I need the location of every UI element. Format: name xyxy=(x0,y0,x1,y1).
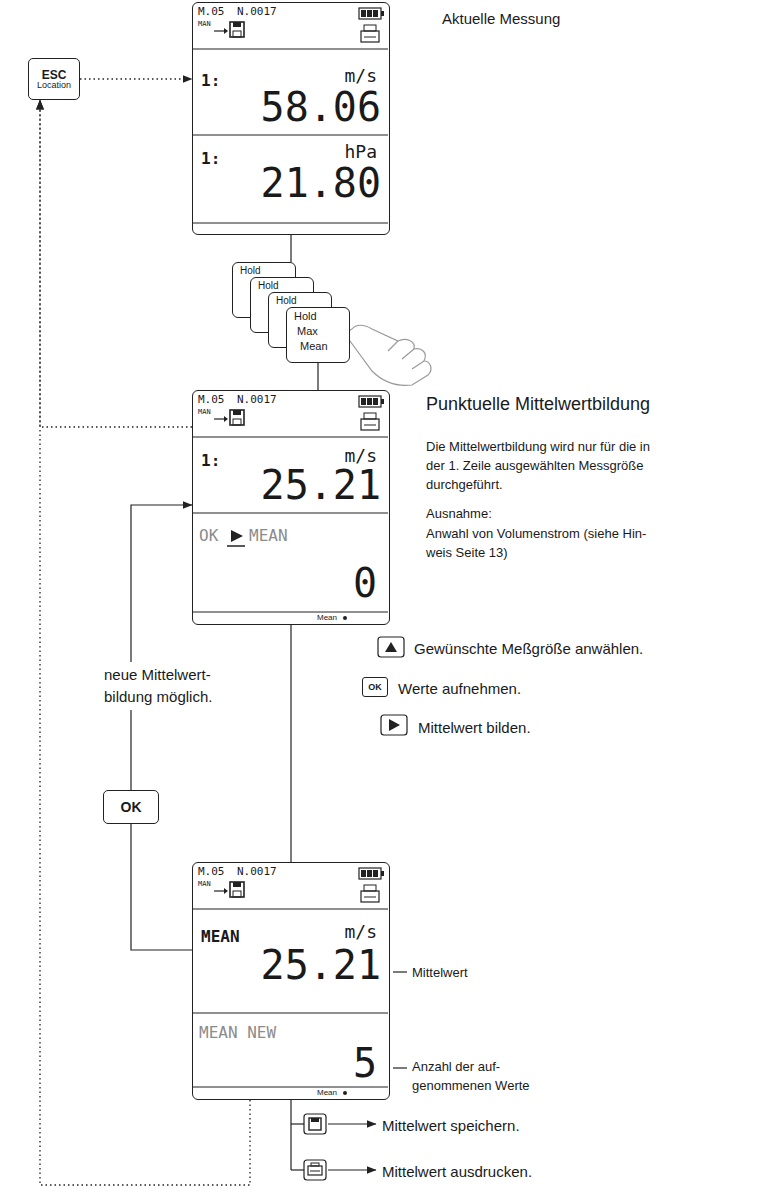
ok-button: OK xyxy=(103,790,159,824)
display-text: 1: xyxy=(201,151,220,167)
display-text: m/s xyxy=(344,447,377,465)
display-text: Mean xyxy=(317,614,337,622)
display-text: m/s xyxy=(344,67,377,85)
escape-connector xyxy=(80,78,192,79)
key-text: ESC xyxy=(42,69,67,81)
print-key-symbol xyxy=(304,1160,326,1180)
display-text: 1: xyxy=(201,453,220,469)
lcd-display: M.05 N.0017MAN MEAN m/s 25.21MEAN NEW 5Mean xyxy=(192,862,390,1100)
display-text: 5 xyxy=(353,1043,377,1083)
section-heading: Punktuelle Mittelwertbildung xyxy=(426,391,650,417)
ok-key: OK xyxy=(362,677,388,697)
display-text: 25.21 xyxy=(261,465,381,505)
display-text: MEAN xyxy=(249,528,288,544)
display-text: MEAN xyxy=(201,929,240,945)
display-text: OK xyxy=(199,528,218,544)
display-text: 58.06 xyxy=(261,87,381,127)
display-text: 21.80 xyxy=(261,163,381,203)
flow-connector xyxy=(131,505,192,790)
note-text: Anwahl von Volumenstrom (siehe Hin- weis… xyxy=(426,525,661,563)
save-key-symbol xyxy=(304,1114,326,1134)
display-text: M.05 xyxy=(198,394,225,405)
action-label: Mittelwert ausdrucken. xyxy=(382,1161,532,1183)
up-key-symbol xyxy=(378,637,404,657)
action-label: Mittelwert speichern. xyxy=(382,1115,520,1137)
heading-label: Aktuelle Messung xyxy=(442,8,560,30)
display-text: 1: xyxy=(201,73,220,89)
flow-connector xyxy=(290,235,291,262)
right-key-symbol xyxy=(381,715,407,735)
display-text: 25.21 xyxy=(261,945,381,985)
key-text: Hold xyxy=(258,280,279,292)
flow-connector xyxy=(131,824,192,950)
key-text: Hold xyxy=(276,295,297,307)
step-label: Werte aufnehmen. xyxy=(398,678,521,700)
hand-drawing xyxy=(348,325,431,385)
hold-max-mean-key: HoldMaxMean xyxy=(286,307,350,363)
display-text: Mean xyxy=(317,1089,337,1097)
display-text: MEAN NEW xyxy=(199,1025,276,1041)
display-text: m/s xyxy=(344,923,377,941)
display-text: N.0017 xyxy=(237,6,277,17)
step-label: Mittelwert bilden. xyxy=(418,717,531,739)
lcd-display: M.05 N.0017MAN 1: m/s 58.06 1: hPa 21.80 xyxy=(192,2,390,235)
escape-connector xyxy=(40,100,192,427)
note-text: Ausnahme: xyxy=(426,505,492,524)
flow-connector xyxy=(290,625,291,862)
lcd-display: M.05 N.0017MAN 1: m/s25.21OK MEAN 0Mean xyxy=(192,390,390,625)
esc-key: ESCLocation xyxy=(28,58,80,100)
display-text: M.05 xyxy=(198,866,225,877)
display-text: 0 xyxy=(353,563,377,603)
display-text: N.0017 xyxy=(237,394,277,405)
display-text: MAN xyxy=(198,21,211,28)
key-text: Max xyxy=(297,325,318,338)
callout-label: Anzahl der auf- genommenen Werte xyxy=(412,1058,542,1096)
key-text: Hold xyxy=(294,310,317,323)
display-text: MAN xyxy=(198,881,211,888)
display-text: MAN xyxy=(198,409,211,416)
key-text: OK xyxy=(368,683,382,692)
note-text: Die Mittelwertbildung wird nur für die i… xyxy=(426,438,655,495)
key-text: Mean xyxy=(300,340,328,353)
flow-connector xyxy=(317,363,318,390)
step-label: Gewünschte Meßgröße anwählen. xyxy=(414,638,643,660)
key-text: Location xyxy=(37,81,71,90)
callout-label: Mittelwert xyxy=(412,964,468,983)
display-text: N.0017 xyxy=(237,866,277,877)
loop-label: neue Mittelwert- bildung möglich. xyxy=(104,662,232,710)
display-text: hPa xyxy=(344,143,377,161)
key-text: OK xyxy=(121,800,142,814)
display-text: M.05 xyxy=(198,6,225,17)
key-text: Hold xyxy=(240,265,261,277)
